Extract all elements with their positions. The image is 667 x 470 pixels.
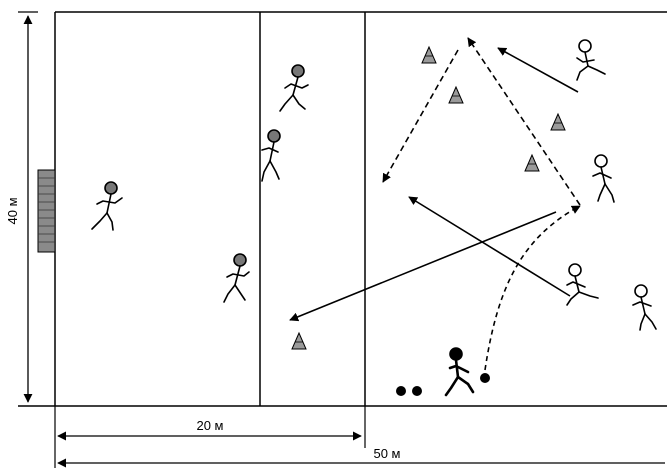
dribble-arrow xyxy=(484,205,581,371)
height-dimension: 40 м xyxy=(5,11,38,403)
balls xyxy=(396,373,490,396)
goal-icon xyxy=(37,169,56,253)
dashed-run-arrow xyxy=(467,37,581,206)
pass-arrow xyxy=(408,196,571,297)
player-icon xyxy=(576,39,606,81)
cones xyxy=(291,45,566,350)
cone-icon xyxy=(524,153,540,172)
movement-arrows xyxy=(289,37,581,371)
ball-icon xyxy=(412,386,422,396)
field xyxy=(18,11,667,407)
ball-icon xyxy=(480,373,490,383)
cone-icon xyxy=(291,331,307,350)
ball-icon xyxy=(396,386,406,396)
player-icon xyxy=(592,154,615,203)
height-label: 40 м xyxy=(5,197,20,224)
masked-player-icon xyxy=(279,64,309,112)
pass-arrow xyxy=(289,211,557,322)
masked-player-icon xyxy=(223,253,250,303)
width-total-label: 50 м xyxy=(373,446,400,461)
player-icon xyxy=(566,263,599,306)
cone-icon xyxy=(421,45,437,64)
dribbling-player-icon xyxy=(444,347,475,397)
dashed-run-arrow xyxy=(382,49,459,183)
width-dimensions: 20 м 50 м xyxy=(54,406,665,468)
cone-icon xyxy=(550,112,566,131)
run-arrow xyxy=(497,47,579,93)
masked-player-icon xyxy=(261,129,281,182)
player-icon xyxy=(632,284,657,331)
players xyxy=(91,39,657,397)
cone-icon xyxy=(448,85,464,104)
masked-player-icon xyxy=(91,181,123,231)
width-partial-label: 20 м xyxy=(196,418,223,433)
